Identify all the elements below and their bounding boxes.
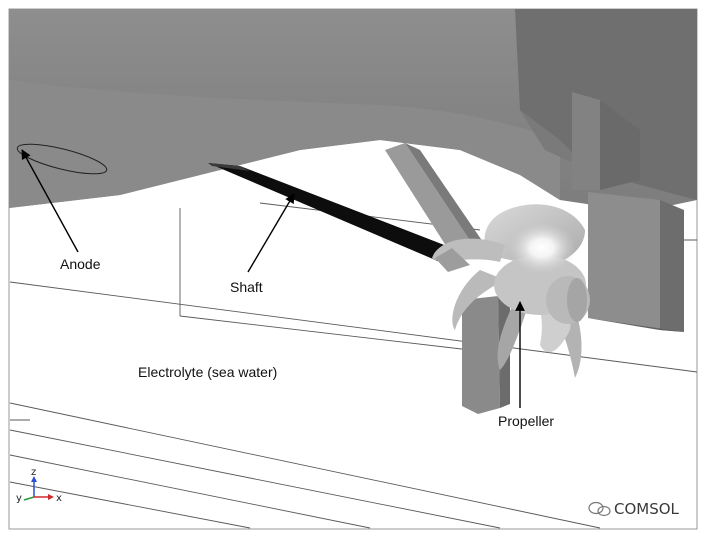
axis-y-label: y	[16, 493, 22, 504]
shaft-label: Shaft	[230, 279, 263, 295]
axis-x-label: x	[56, 493, 62, 504]
anode-shape	[16, 143, 108, 175]
electrolyte-label: Electrolyte (sea water)	[138, 364, 277, 380]
wechat-icon	[588, 501, 611, 517]
propeller-shaft	[208, 163, 452, 262]
watermark-text: COMSOL	[614, 500, 680, 518]
propeller-label: Propeller	[498, 413, 554, 429]
axis-z-label: z	[31, 467, 36, 478]
annotation-arrows	[21, 149, 525, 408]
propeller-shape	[432, 204, 590, 414]
ship-hull	[9, 9, 697, 332]
shaft-arrow	[247, 193, 295, 273]
axis-triad: z y x	[16, 467, 62, 504]
anode-label: Anode	[60, 256, 101, 272]
comsol-watermark: COMSOL	[588, 500, 680, 518]
anode-arrow	[21, 149, 79, 253]
